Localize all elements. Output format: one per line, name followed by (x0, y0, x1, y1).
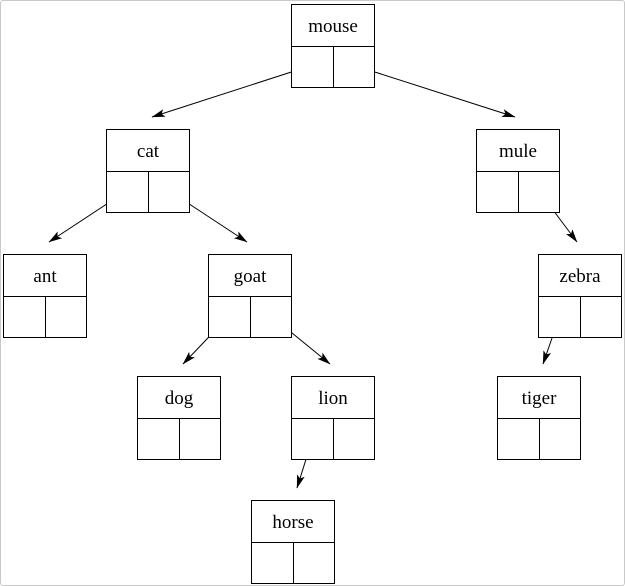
edge-mouse-cat-left (151, 64, 314, 118)
tree-node-mule: mule (476, 129, 560, 213)
left-pointer-cell (539, 297, 581, 337)
node-label: lion (292, 377, 374, 419)
node-label: cat (107, 130, 189, 172)
tree-node-goat: goat (208, 254, 292, 338)
node-label: ant (4, 255, 86, 297)
tree-node-zebra: zebra (538, 254, 622, 338)
node-label: horse (252, 501, 334, 543)
left-pointer-cell (477, 172, 519, 212)
node-pointer-cells (252, 543, 334, 583)
right-pointer-cell (45, 297, 86, 337)
tree-node-ant: ant (3, 254, 87, 338)
left-pointer-cell (498, 419, 540, 459)
left-pointer-cell (292, 47, 334, 87)
node-label: goat (209, 255, 291, 297)
node-pointer-cells (498, 419, 580, 459)
node-label: mouse (292, 5, 374, 47)
node-pointer-cells (209, 297, 291, 337)
left-pointer-cell (292, 419, 334, 459)
tree-node-horse: horse (251, 500, 335, 584)
right-pointer-cell (293, 543, 334, 583)
right-pointer-cell (580, 297, 621, 337)
right-pointer-cell (539, 419, 580, 459)
tree-node-lion: lion (291, 376, 375, 460)
node-pointer-cells (292, 419, 374, 459)
node-label: zebra (539, 255, 621, 297)
tree-node-mouse: mouse (291, 4, 375, 88)
left-pointer-cell (209, 297, 251, 337)
node-pointer-cells (477, 172, 559, 212)
right-pointer-cell (148, 172, 189, 212)
tree-node-dog: dog (137, 376, 221, 460)
edge-mouse-mule-right (352, 64, 516, 118)
left-pointer-cell (107, 172, 149, 212)
right-pointer-cell (179, 419, 220, 459)
node-label: dog (138, 377, 220, 419)
node-pointer-cells (292, 47, 374, 87)
node-pointer-cells (4, 297, 86, 337)
right-pointer-cell (333, 47, 374, 87)
right-pointer-cell (333, 419, 374, 459)
node-pointer-cells (138, 419, 220, 459)
node-pointer-cells (539, 297, 621, 337)
tree-node-cat: cat (106, 129, 190, 213)
node-label: tiger (498, 377, 580, 419)
right-pointer-cell (518, 172, 559, 212)
left-pointer-cell (4, 297, 46, 337)
tree-node-tiger: tiger (497, 376, 581, 460)
left-pointer-cell (252, 543, 294, 583)
right-pointer-cell (250, 297, 291, 337)
left-pointer-cell (138, 419, 180, 459)
node-label: mule (477, 130, 559, 172)
node-pointer-cells (107, 172, 189, 212)
